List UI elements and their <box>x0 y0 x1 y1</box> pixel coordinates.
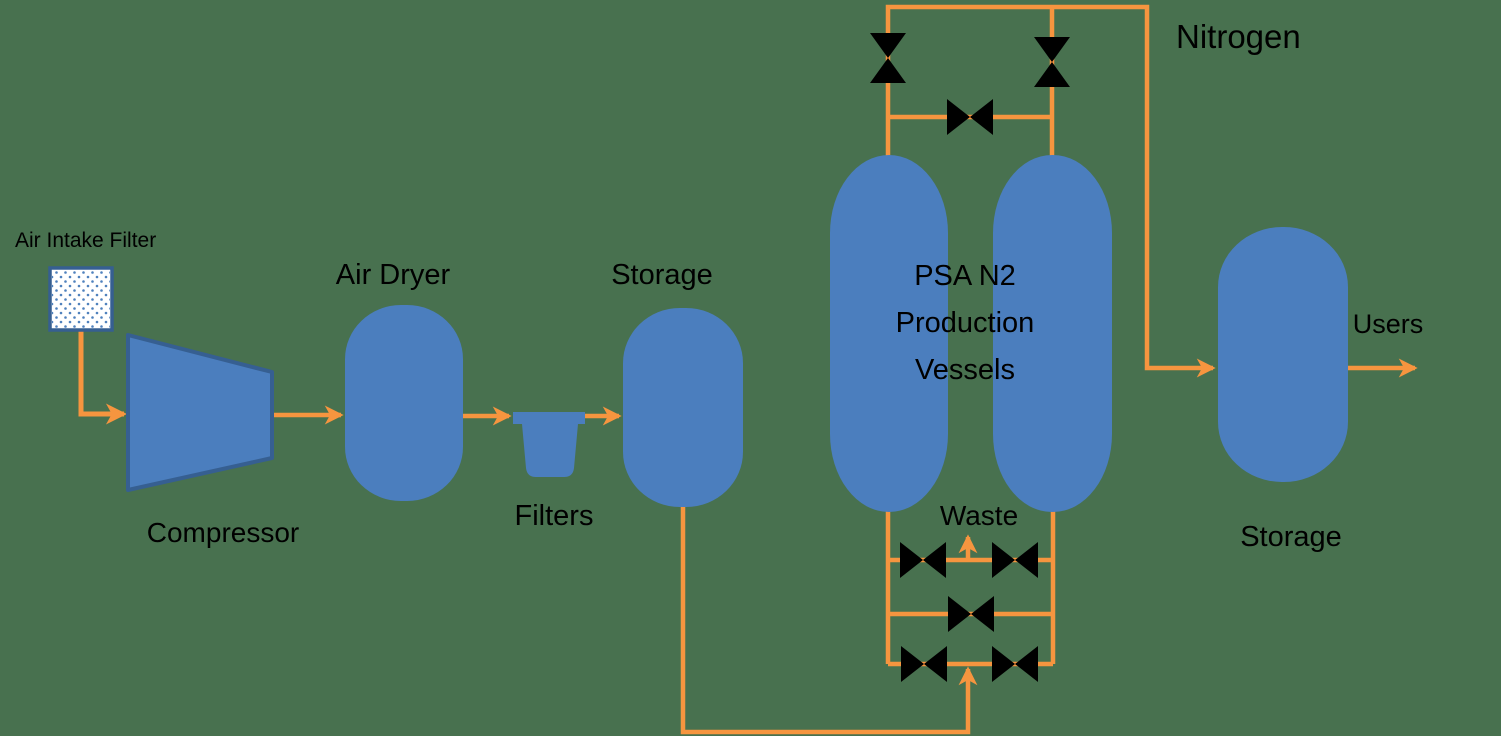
nitrogen-label: Nitrogen <box>1176 18 1301 55</box>
psa-vessels-label-line2: Production <box>896 307 1035 339</box>
nitrogen-storage-vessel <box>1218 227 1348 482</box>
air-dryer-vessel <box>345 305 463 501</box>
air-intake-filter-dots <box>52 270 110 328</box>
valve-bottom-row3-left <box>901 646 947 682</box>
psa-vessel-left <box>830 155 948 512</box>
air-storage-vessel <box>623 308 743 507</box>
valve-psa-left-top <box>870 33 906 83</box>
pipe-intake-to-compressor <box>78 330 127 425</box>
valve-bottom-row1-right <box>992 542 1038 578</box>
valve-bottom-row1-left <box>900 542 946 578</box>
compressor-label: Compressor <box>147 517 299 548</box>
valve-psa-right-top <box>1034 37 1070 87</box>
air-dryer-label: Air Dryer <box>336 259 451 291</box>
users-label: Users <box>1353 309 1424 339</box>
air-intake-filter-label: Air Intake Filter <box>15 229 156 252</box>
waste-label: Waste <box>940 500 1018 531</box>
pipe-storage-to-psa-feed <box>680 505 978 735</box>
filters-label: Filters <box>515 500 594 532</box>
psa-vessel-right <box>993 155 1112 512</box>
air-storage-label: Storage <box>611 259 713 291</box>
psa-vessels-label-line1: PSA N2 <box>914 260 1016 292</box>
nitrogen-storage-label: Storage <box>1240 521 1342 553</box>
filters-shape <box>513 412 585 477</box>
psa-vessels-label-line3: Vessels <box>915 354 1015 386</box>
valve-top-bypass <box>947 99 993 135</box>
valve-bottom-row2-equalization <box>948 596 994 632</box>
compressor-shape <box>126 333 274 492</box>
valve-bottom-row3-right <box>992 646 1038 682</box>
